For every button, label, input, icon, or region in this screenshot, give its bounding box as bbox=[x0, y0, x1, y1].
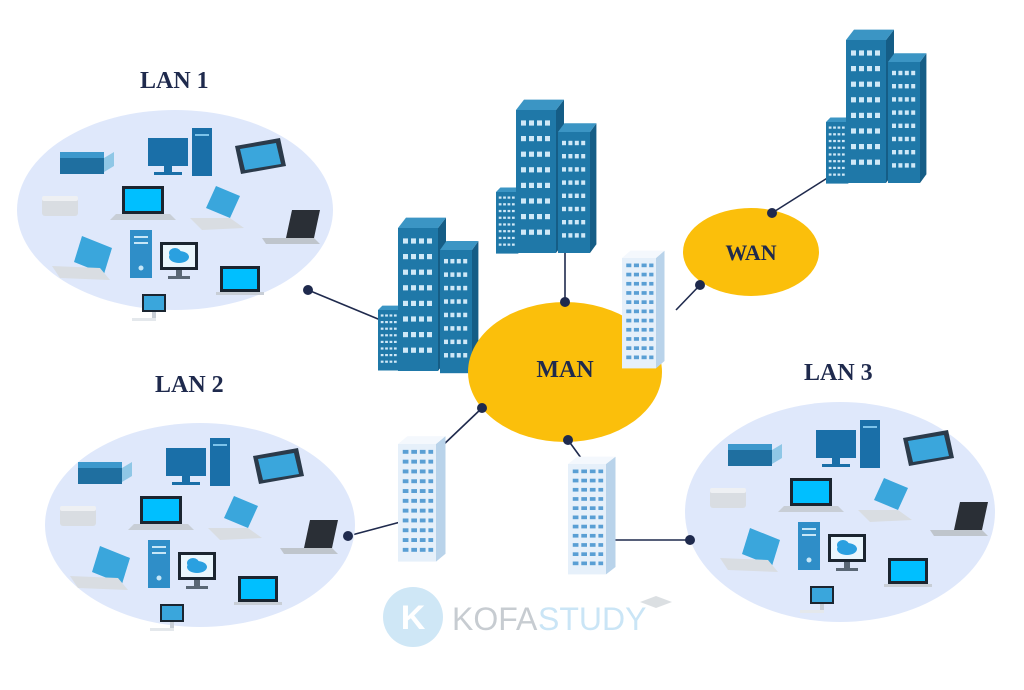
office-building-icon bbox=[378, 217, 479, 374]
office-building-icon bbox=[826, 29, 927, 184]
man-label: MAN bbox=[536, 357, 594, 383]
kofastudy-watermark: K KOFA STUDY bbox=[378, 582, 678, 652]
office-building-icon bbox=[568, 456, 616, 575]
lan2-label: LAN 2 bbox=[155, 372, 224, 398]
connector-line-man-left bbox=[439, 407, 483, 449]
watermark-brand-part2: STUDY bbox=[538, 601, 646, 637]
watermark-logo: K KOFA STUDY bbox=[383, 587, 672, 647]
man-hub bbox=[468, 302, 662, 442]
wan-hub bbox=[683, 208, 819, 296]
office-building-icon bbox=[398, 436, 446, 562]
connector-line-wan bbox=[675, 284, 701, 311]
connector-dots bbox=[303, 208, 777, 545]
graduation-cap-icon bbox=[640, 596, 672, 608]
office-building-icon bbox=[496, 99, 597, 254]
wan-label: WAN bbox=[725, 240, 776, 265]
watermark-mark: K bbox=[401, 599, 426, 637]
office-building-icon bbox=[622, 250, 665, 369]
watermark-brand-part1: KOFA bbox=[452, 601, 538, 637]
lan1-label: LAN 1 bbox=[140, 68, 209, 94]
lan3-label: LAN 3 bbox=[804, 360, 873, 386]
